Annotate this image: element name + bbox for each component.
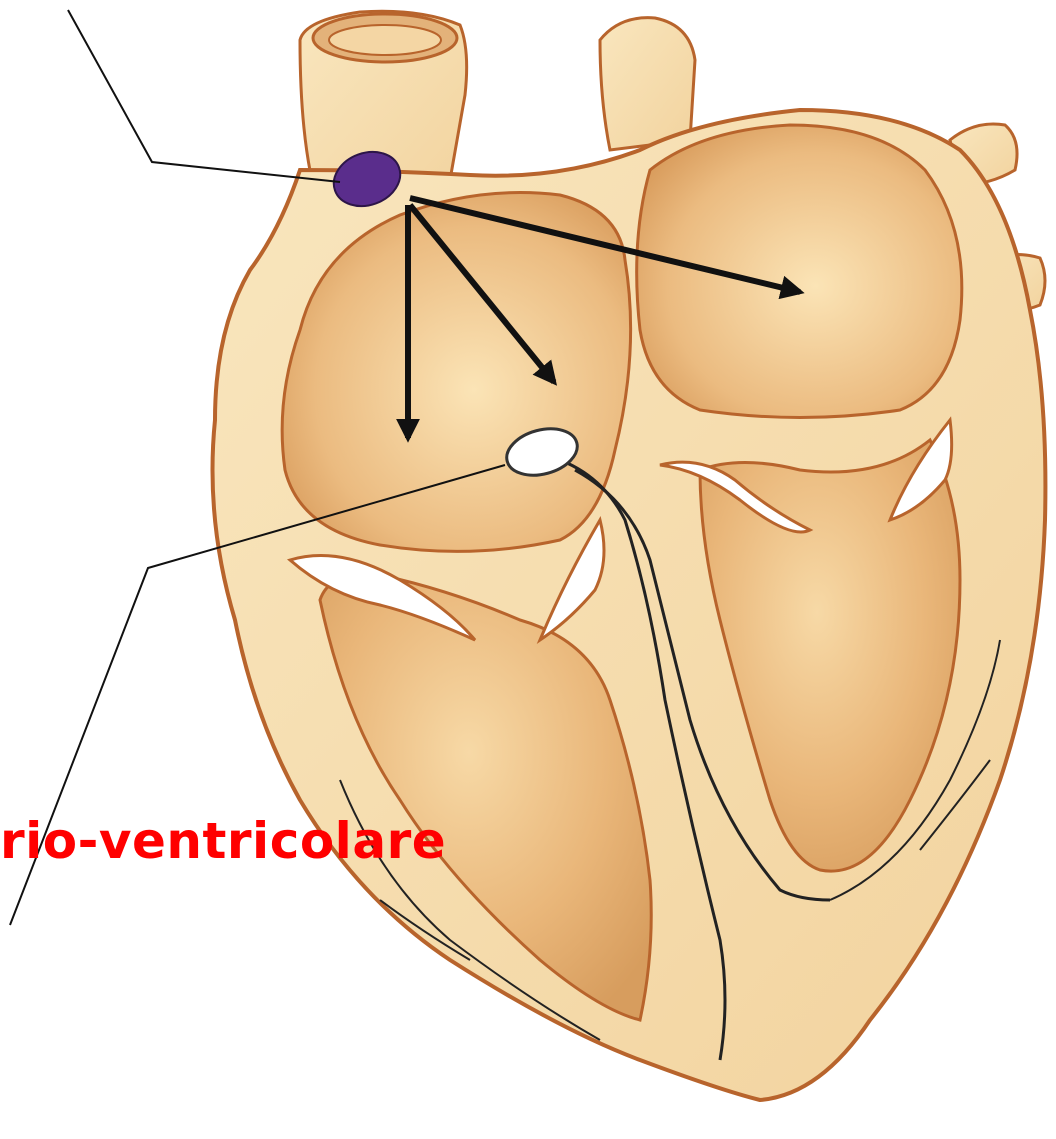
sa-node-leader-line [68, 10, 340, 182]
aorta [600, 18, 695, 150]
av-node-label: rio-ventricolare [0, 816, 446, 866]
left-atrium [637, 125, 962, 418]
